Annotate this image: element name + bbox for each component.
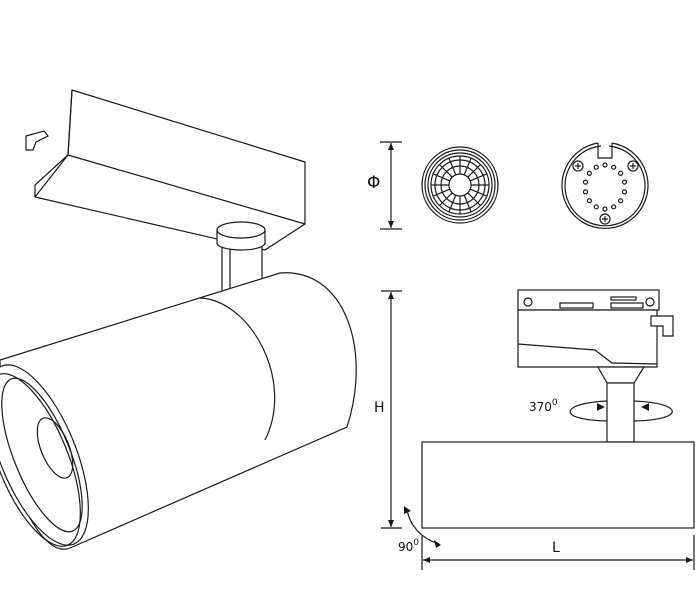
degree-mark: 0	[413, 538, 420, 548]
lens-spoke	[439, 192, 453, 206]
screw-icon	[627, 160, 639, 172]
vertical-tilt-label: 900	[398, 538, 420, 554]
pin-hole	[621, 179, 628, 185]
screw-icon	[599, 213, 611, 225]
pin-hole	[618, 170, 624, 176]
diameter-dimension-line	[380, 141, 402, 230]
lens-spoke	[448, 194, 457, 213]
height-dimension-line	[381, 290, 402, 529]
lens-spoke	[463, 194, 472, 213]
degree-mark: 0	[551, 398, 558, 408]
pin-hole	[602, 206, 608, 212]
height-label: H	[374, 400, 385, 416]
side-view	[404, 289, 695, 548]
lens-spoke	[469, 173, 488, 182]
pin-hole	[611, 164, 617, 170]
lens-spoke	[469, 188, 488, 197]
length-dimension-line	[421, 535, 695, 570]
back-plate-view	[561, 142, 649, 229]
pin-hole	[582, 189, 589, 195]
pin-hole	[582, 179, 589, 185]
track-latch	[25, 130, 49, 151]
pin-hole	[602, 162, 608, 168]
lens-front-view	[421, 146, 499, 224]
pin-hole	[586, 198, 592, 204]
lamp-cylinder	[0, 272, 357, 550]
pin-hole	[611, 204, 617, 210]
rotation-value: 370	[529, 400, 552, 414]
track-adapter-box	[25, 89, 306, 251]
screw-icon	[572, 160, 584, 172]
diameter-label: Φ	[367, 173, 381, 193]
lens-spoke	[432, 188, 451, 197]
tilt-value: 90	[398, 540, 414, 554]
pin-hole	[593, 164, 599, 170]
pin-hole	[593, 204, 599, 210]
pin-hole	[618, 198, 624, 204]
pin-hole	[621, 189, 628, 195]
lens-spoke	[448, 157, 457, 176]
lens-spoke	[439, 164, 453, 178]
length-label: L	[552, 540, 560, 556]
horizontal-rotation-label: 3700	[529, 398, 558, 414]
lens-spoke	[432, 173, 451, 182]
lens-spoke	[467, 192, 481, 206]
lens-spoke	[463, 157, 472, 176]
perspective-view	[0, 89, 357, 550]
pin-hole	[586, 170, 592, 176]
swivel-stem	[216, 221, 266, 293]
lens-spoke	[467, 164, 481, 178]
